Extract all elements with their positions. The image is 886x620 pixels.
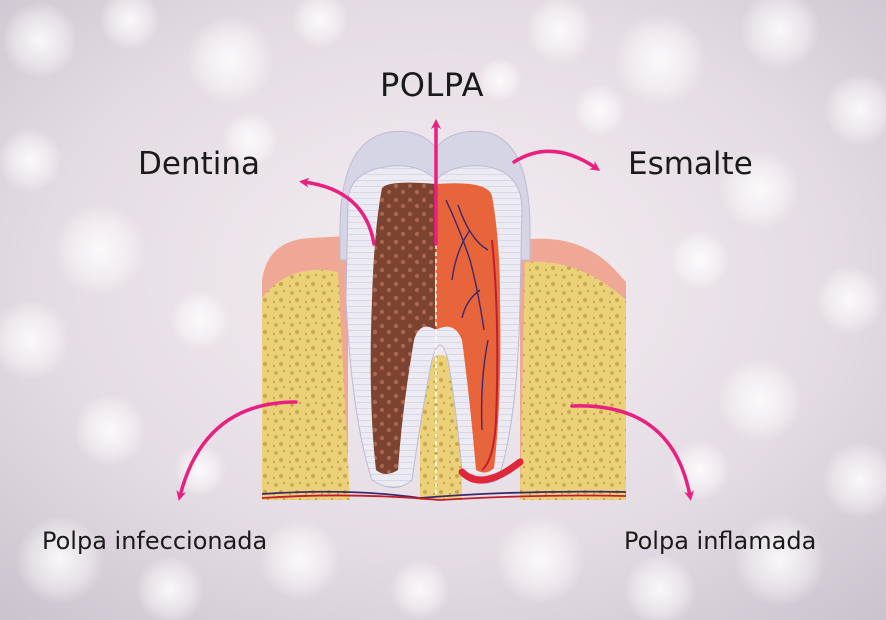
bokeh-light xyxy=(16,516,104,604)
bokeh-light xyxy=(174,444,226,496)
bokeh-light xyxy=(740,0,820,70)
bokeh-light xyxy=(718,358,802,442)
enamel-label: Esmalte xyxy=(628,146,753,182)
bokeh-light xyxy=(0,128,62,192)
bokeh-light xyxy=(670,230,730,290)
bokeh-light xyxy=(136,556,204,620)
inflamed-pulp-label: Polpa inflamada xyxy=(624,527,817,555)
abscess-inflammation xyxy=(458,458,524,484)
arrow-to-infected-pulp xyxy=(176,400,298,501)
pulp-vessels xyxy=(445,199,489,431)
bokeh-light xyxy=(186,16,274,104)
bokeh-light xyxy=(614,14,706,106)
infected-pulp-label: Polpa infeccionada xyxy=(42,527,268,555)
bokeh-light xyxy=(100,0,160,50)
bokeh-light xyxy=(292,0,348,48)
bone-left xyxy=(262,269,350,500)
bokeh-light xyxy=(574,84,626,136)
bokeh-light xyxy=(170,290,230,350)
bone-right xyxy=(520,261,626,500)
bokeh-light xyxy=(54,204,146,296)
bokeh-light xyxy=(2,2,78,78)
dentin-label: Dentina xyxy=(138,146,261,182)
arrow-to-inflamed-pulp xyxy=(570,404,694,501)
bokeh-light xyxy=(624,554,696,620)
pulp-artery xyxy=(481,239,499,471)
bokeh-light xyxy=(74,394,146,466)
arrow-to-dentin xyxy=(299,177,376,246)
bokeh-light xyxy=(824,74,886,146)
bokeh-light xyxy=(222,112,278,168)
bokeh-light xyxy=(822,442,886,518)
bokeh-light xyxy=(478,58,522,102)
bokeh-light xyxy=(390,560,450,620)
pointer-arrows xyxy=(176,119,694,501)
arrow-to-enamel xyxy=(512,149,601,171)
pulp-healthy xyxy=(370,182,436,474)
bokeh-light xyxy=(816,266,884,334)
bone-center xyxy=(420,355,462,500)
bokeh-light xyxy=(0,300,70,380)
bokeh-light xyxy=(734,514,826,606)
pulp-inflamed xyxy=(436,183,501,473)
bokeh-light xyxy=(260,520,340,600)
jaw-section xyxy=(262,236,626,500)
bokeh-light xyxy=(670,440,730,500)
bokeh-light xyxy=(526,0,594,64)
pulp-label: POLPA xyxy=(380,66,484,104)
bokeh-light xyxy=(720,150,800,230)
root-arteries xyxy=(261,494,627,501)
bokeh-light xyxy=(496,516,584,604)
tooth xyxy=(261,130,627,501)
